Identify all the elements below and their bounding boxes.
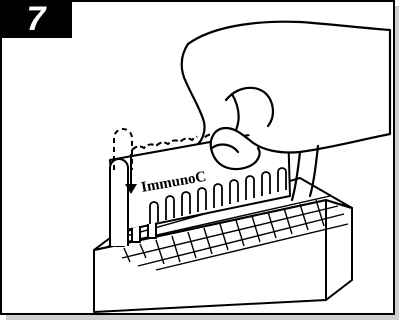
step-number-badge: 7: [0, 0, 72, 38]
lifted-pin: [110, 159, 128, 246]
